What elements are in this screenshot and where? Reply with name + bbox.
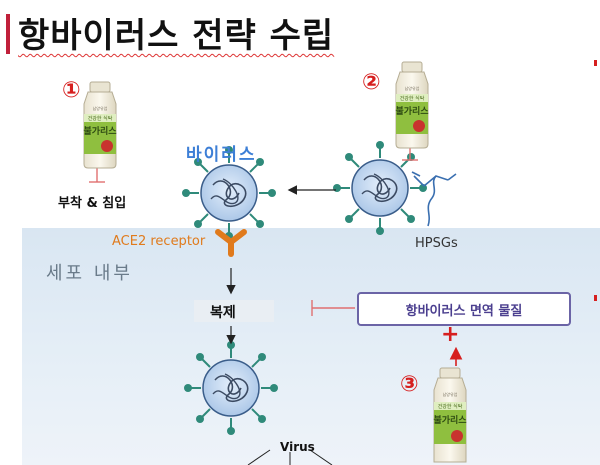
virus-bottom-label: Virus [280, 440, 315, 454]
svg-text:불가리스: 불가리스 [83, 125, 117, 137]
cell-interior-region [22, 228, 600, 465]
title-accent-bar [6, 14, 10, 54]
hpsg-chain [411, 171, 457, 227]
plus-sign: + [441, 322, 460, 347]
bulgaris-bottle-2: 건강한 식탁 불가리스 남양유업 [395, 61, 429, 149]
virus-particle-replicated [184, 341, 278, 435]
svg-text:남양유업: 남양유업 [93, 105, 108, 111]
right-edge-marks [594, 60, 597, 301]
virus-label: 바이러스 [186, 145, 257, 165]
antiviral-label: 항바이러스 면역 물질 [405, 304, 523, 319]
ace2-receptor [215, 229, 247, 257]
hpsgs-label: HPSGs [415, 236, 458, 251]
ace2-receptor-label: ACE2 receptor [112, 234, 206, 249]
bulgaris-bottle-1: 건강한 식탁 불가리스 남양유업 [83, 81, 117, 169]
attach-entry-label: 부착 & 침입 [58, 196, 127, 211]
svg-text:건강한 식탁: 건강한 식탁 [400, 95, 425, 102]
svg-text:남양유업: 남양유업 [443, 391, 458, 397]
replication-label: 복제 [210, 305, 236, 321]
antiviral-box [357, 292, 571, 326]
svg-text:건강한 식탁: 건강한 식탁 [438, 403, 463, 410]
marker-2: ② [362, 70, 381, 95]
slide-title: 항바이러스 전략 수립 [18, 16, 335, 56]
virus-particle-attaching [182, 146, 276, 240]
bulgaris-bottle-3: 건강한 식탁 불가리스 남양유업 [433, 367, 467, 463]
svg-text:불가리스: 불가리스 [433, 414, 467, 426]
marker-1: ① [62, 78, 81, 103]
replication-box [194, 300, 274, 322]
virus-tree-lines [247, 449, 333, 465]
svg-text:불가리스: 불가리스 [395, 105, 429, 117]
svg-text:남양유업: 남양유업 [405, 85, 420, 91]
virus-particle-hpsg [333, 141, 427, 235]
svg-text:건강한 식탁: 건강한 식탁 [88, 115, 113, 122]
cell-inside-label: 세포 내부 [46, 263, 133, 284]
marker-3: ③ [400, 372, 419, 397]
